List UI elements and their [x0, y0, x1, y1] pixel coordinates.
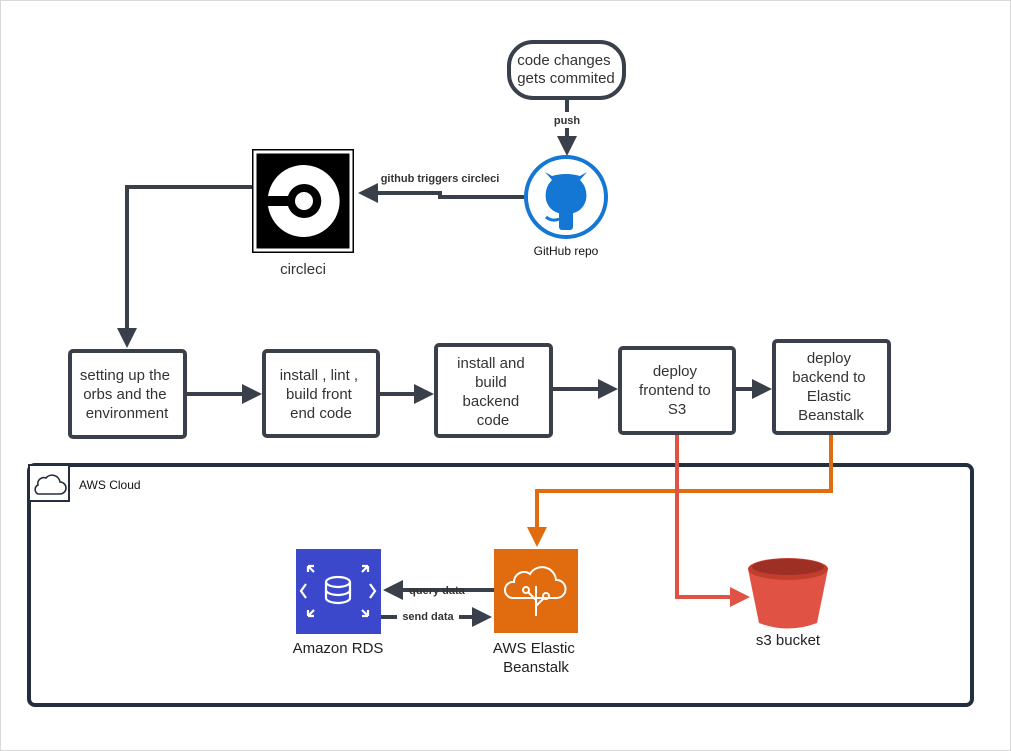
s3-node: s3 bucket [748, 558, 828, 649]
github-label: GitHub repo [534, 244, 599, 258]
aws-cloud-group: AWS Cloud [27, 463, 974, 707]
beanstalk-node: AWS Elastic Beanstalk [493, 549, 579, 676]
step-backend-line-3: backend [463, 393, 520, 410]
step-deploy-eb-line-3: Elastic [807, 388, 852, 405]
edge-send-data-label: send data [402, 611, 454, 623]
rds-tile [296, 549, 381, 634]
step-frontend-line-1: install , lint , [280, 367, 358, 384]
circleci-node: circleci [252, 149, 354, 278]
cloud-icon [34, 474, 67, 495]
step-deploy-s3-line-2: frontend to [639, 382, 711, 399]
code-changes-label: code changes gets commited [517, 52, 615, 87]
step-setup-line-3: environment [86, 405, 169, 422]
step-frontend-line-3: end code [290, 405, 352, 422]
github-node: GitHub repo [524, 155, 608, 258]
beanstalk-label: AWS Elastic Beanstalk [493, 640, 579, 676]
circleci-tile-inner-border [253, 150, 353, 252]
step-deploy-s3-line-3: S3 [668, 401, 686, 418]
step-deploy-eb-line-2: backend to [792, 369, 865, 386]
code-changes-node: code changes gets commited [507, 40, 626, 100]
circleci-label: circleci [280, 261, 326, 278]
beanstalk-line-1: AWS Elastic [493, 640, 575, 657]
code-changes-line-2: gets commited [517, 70, 615, 87]
beanstalk-line-2: Beanstalk [503, 659, 569, 676]
database-icon [299, 564, 377, 618]
edge-push-label: push [554, 115, 581, 127]
edge-send-data-label-bg [397, 608, 459, 622]
edge-push-label-bg [548, 112, 586, 128]
step-deploy-eb-box [772, 339, 891, 435]
step-frontend-line-2: build front [286, 386, 353, 403]
bucket-icon [748, 558, 828, 629]
step-deploy-eb-line-1: deploy [807, 350, 852, 367]
step-deploy-eb-label: deploy backend to Elastic Beanstalk [792, 350, 870, 424]
step-setup-line-2: orbs and the [83, 386, 166, 403]
step-setup-node: setting up the orbs and the environment [68, 349, 187, 439]
step-deploy-s3-box [618, 346, 736, 435]
code-changes-box [507, 40, 626, 100]
step-setup-box [68, 349, 187, 439]
edge-deploy-to-beanstalk [527, 435, 833, 547]
edge-deploy-to-s3 [675, 434, 750, 607]
edge-query-data-label: query data [409, 585, 466, 597]
step-frontend-label: install , lint , build front end code [280, 367, 363, 422]
github-octocat-icon [545, 172, 587, 230]
step-backend-node: install and build backend code [434, 343, 553, 438]
step-deploy-s3-line-1: deploy [653, 363, 698, 380]
rds-node: Amazon RDS [293, 549, 384, 657]
circleci-logo-icon [268, 164, 340, 237]
edge-github-triggers [358, 183, 524, 203]
step-frontend-box [262, 349, 380, 438]
aws-cloud-label: AWS Cloud [79, 478, 141, 492]
step-backend-label: install and build backend code [457, 355, 529, 429]
code-changes-line-1: code changes [517, 52, 610, 69]
aws-cloud-frame [27, 463, 974, 707]
step-frontend-node: install , lint , build front end code [262, 349, 380, 438]
step-deploy-s3-node: deploy frontend to S3 [618, 346, 736, 435]
step-backend-line-4: code [477, 412, 510, 429]
step-setup-label: setting up the orbs and the environment [80, 367, 174, 422]
s3-label: s3 bucket [756, 632, 821, 649]
step-deploy-eb-line-4: Beanstalk [798, 407, 864, 424]
rds-label: Amazon RDS [293, 640, 384, 657]
elastic-beanstalk-icon [503, 566, 567, 616]
step-backend-line-1: install and [457, 355, 525, 372]
edge-circleci-to-setup [117, 185, 252, 348]
step-deploy-eb-node: deploy backend to Elastic Beanstalk [772, 339, 891, 435]
step-deploy-s3-label: deploy frontend to S3 [639, 363, 715, 418]
edge-github-triggers-label: github triggers circleci [381, 173, 500, 185]
step-backend-line-2: build [475, 374, 507, 391]
step-backend-box [434, 343, 553, 438]
step-setup-line-1: setting up the [80, 367, 170, 384]
